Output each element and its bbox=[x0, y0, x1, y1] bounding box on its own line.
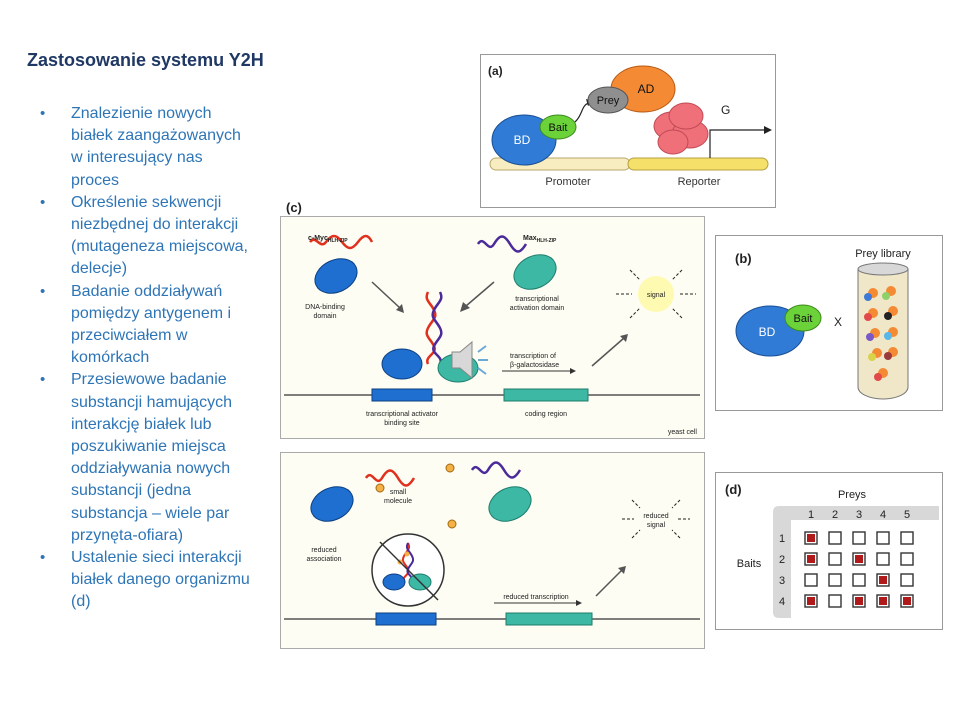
panel-b-library-screen: (b) Prey library BD Bait X bbox=[715, 235, 943, 411]
matrix-cell-hit-fill bbox=[879, 576, 887, 584]
prey-column-label: 2 bbox=[832, 509, 838, 521]
prey-column-label: 5 bbox=[904, 509, 910, 521]
prey-protein bbox=[587, 86, 629, 114]
reduced-transcription-label: reduced transcription bbox=[503, 594, 568, 601]
ad-label: AD bbox=[638, 82, 655, 96]
prey-label: Prey bbox=[597, 95, 620, 107]
reporter-protein bbox=[657, 129, 689, 155]
panel-c-label: (c) bbox=[286, 200, 302, 215]
coding-region-box bbox=[503, 388, 589, 402]
bait-row-label: 4 bbox=[779, 596, 785, 608]
slide-title: Zastosowanie systemu Y2H bbox=[27, 50, 264, 70]
signal-label: signal bbox=[647, 292, 666, 299]
bd-label: BD bbox=[514, 133, 531, 147]
matrix-cell-hit-fill bbox=[879, 597, 887, 605]
bait-protein bbox=[539, 114, 577, 140]
matrix-cell-hit-fill bbox=[807, 555, 815, 563]
matrix-grid: 1 2 3 4 5 1 2 3 4 bbox=[779, 509, 914, 608]
library-tube bbox=[857, 269, 909, 400]
baits-title: Baits bbox=[737, 558, 762, 570]
transcription-arrow bbox=[709, 129, 764, 158]
bait-label: Bait bbox=[794, 313, 813, 325]
speaker-icon[interactable] bbox=[451, 340, 488, 380]
small-molecule-icon bbox=[375, 483, 385, 493]
bait-row-label: 3 bbox=[779, 575, 785, 587]
bound-dna-binding-domain bbox=[381, 348, 423, 380]
matrix-cell-empty bbox=[804, 573, 818, 587]
bait-row-label: 1 bbox=[779, 533, 785, 545]
panel-d-interaction-matrix: (d) Preys Baits 1 2 3 4 5 1 2 3 4 bbox=[715, 472, 943, 630]
bait-row-label: 2 bbox=[779, 554, 785, 566]
panel-d-label: (d) bbox=[725, 482, 742, 497]
matrix-cell-hit-fill bbox=[855, 597, 863, 605]
matrix-cell-empty bbox=[828, 531, 842, 545]
matrix-cell-empty bbox=[900, 552, 914, 566]
panel-b-label: (b) bbox=[735, 251, 752, 266]
prey-library-label: Prey library bbox=[855, 248, 911, 260]
prey-column-label: 3 bbox=[856, 509, 862, 521]
coding-region-label: coding region bbox=[525, 411, 567, 418]
matrix-cell-empty bbox=[852, 573, 866, 587]
preys-title: Preys bbox=[838, 489, 867, 501]
reporter-bar bbox=[627, 157, 769, 171]
matrix-cell-empty bbox=[828, 573, 842, 587]
dna-binding-domain bbox=[314, 258, 358, 294]
matrix-cell-empty bbox=[828, 594, 842, 608]
activation-domain bbox=[513, 254, 557, 290]
bait-label: Bait bbox=[549, 122, 568, 134]
matrix-cell-empty bbox=[876, 552, 890, 566]
matrix-cell-hit-fill bbox=[855, 555, 863, 563]
promoter-label: Promoter bbox=[545, 176, 591, 188]
matrix-cell-empty bbox=[900, 573, 914, 587]
bait-protein bbox=[784, 304, 822, 332]
panel-a-y2h-principle: (a) Promoter Reporter G BD Bait AD Prey bbox=[480, 54, 776, 208]
reporter-protein bbox=[668, 102, 704, 130]
yeast-cell-label: yeast cell bbox=[668, 429, 698, 436]
small-molecule-icon bbox=[447, 519, 457, 529]
bd-label: BD bbox=[759, 325, 776, 339]
matrix-cell-hit-fill bbox=[807, 534, 815, 542]
max-label: MaxHLH-ZIP bbox=[523, 235, 557, 244]
matrix-header-bar bbox=[773, 506, 939, 618]
matrix-cell-empty bbox=[852, 531, 866, 545]
matrix-cell-hit-fill bbox=[807, 597, 815, 605]
cross-symbol: X bbox=[834, 315, 842, 329]
cmyc-label: c-MycHLH-ZIP bbox=[308, 235, 348, 244]
prey-clone-dots bbox=[864, 286, 898, 381]
arrow-head-icon bbox=[764, 126, 772, 134]
reporter-label: Reporter bbox=[678, 176, 721, 188]
small-molecule-icon bbox=[445, 463, 455, 473]
gene-label: G bbox=[721, 103, 730, 117]
signal-glow bbox=[638, 276, 674, 312]
matrix-cell-hit-fill bbox=[903, 597, 911, 605]
prey-column-label: 4 bbox=[880, 509, 886, 521]
binding-site-box bbox=[371, 388, 433, 402]
matrix-cell-empty bbox=[828, 552, 842, 566]
matrix-cell-empty bbox=[900, 531, 914, 545]
matrix-cell-empty bbox=[876, 531, 890, 545]
panel-a-label: (a) bbox=[488, 64, 503, 78]
prey-column-label: 1 bbox=[808, 509, 814, 521]
